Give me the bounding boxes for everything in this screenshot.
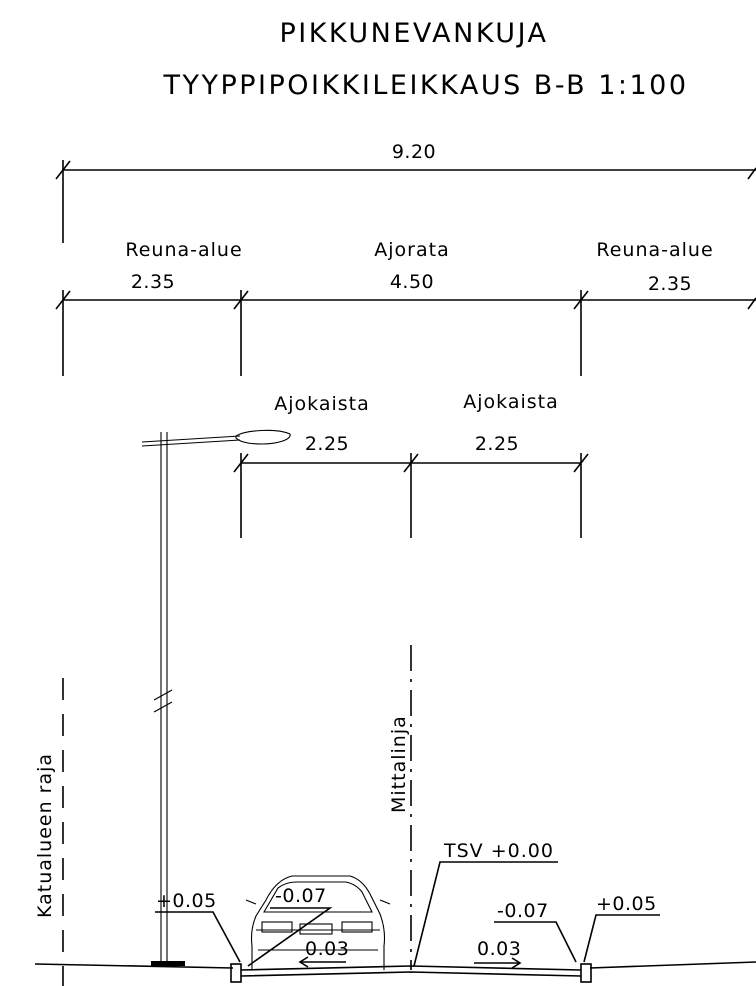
drawing-title: PIKKUNEVANKUJA xyxy=(279,18,548,49)
left-curb xyxy=(230,963,242,983)
pole-base xyxy=(151,961,185,966)
lane-label-right: Ajokaista xyxy=(463,391,558,413)
zone-value-right: 2.35 xyxy=(648,273,692,295)
zone-value-left: 2.35 xyxy=(131,271,175,293)
right-edge-level: +0.05 xyxy=(596,893,657,915)
total-dimension: 9.20 xyxy=(55,141,756,243)
zone-value-center: 4.50 xyxy=(390,271,434,293)
total-width-value: 9.20 xyxy=(392,141,436,163)
lane-label-left: Ajokaista xyxy=(274,393,369,415)
road-surface xyxy=(34,961,756,983)
street-light-pole xyxy=(141,429,291,966)
drawing-subtitle: TYYPPIPOIKKILEIKKAUS B-B 1:100 xyxy=(162,70,688,101)
zone-label-left: Reuna-alue xyxy=(125,239,242,261)
left-levels: +0.05 -0.07 0.03 xyxy=(155,885,349,968)
left-gutter-level: -0.07 xyxy=(275,885,327,907)
right-slope-value: 0.03 xyxy=(477,938,521,960)
right-levels: TSV +0.00 -0.07 +0.05 0.03 xyxy=(413,840,660,969)
right-gutter-level: -0.07 xyxy=(497,900,549,922)
centerline-label: Mittalinja xyxy=(388,715,410,813)
street-boundary-label: Katualueen raja xyxy=(34,753,56,918)
left-edge-level: +0.05 xyxy=(156,890,217,912)
lane-dimensions: Ajokaista 2.25 Ajokaista 2.25 xyxy=(233,391,589,538)
zone-dimensions: Reuna-alue 2.35 Ajorata 4.50 Reuna-alue … xyxy=(55,239,756,376)
left-slope-value: 0.03 xyxy=(305,938,349,960)
design-level: TSV +0.00 xyxy=(443,840,554,862)
zone-label-center: Ajorata xyxy=(374,239,449,261)
lane-value-right: 2.25 xyxy=(475,433,519,455)
zone-label-right: Reuna-alue xyxy=(596,239,713,261)
lane-value-left: 2.25 xyxy=(305,433,349,455)
right-curb xyxy=(580,963,592,983)
